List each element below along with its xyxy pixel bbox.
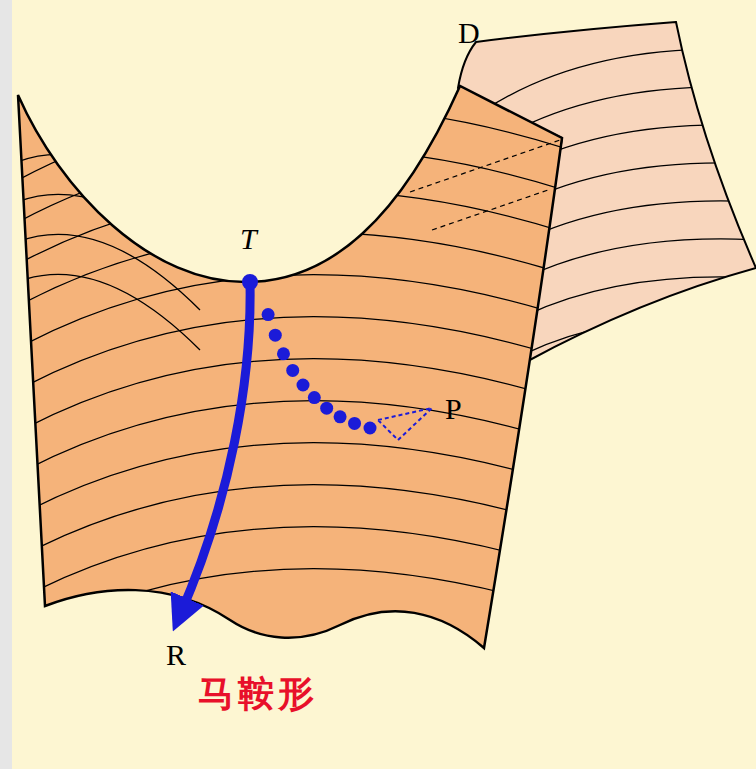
hidden-edge	[432, 190, 548, 230]
dashed-triangle	[378, 408, 432, 440]
path-dot	[308, 391, 321, 404]
contour-line	[470, 49, 756, 120]
corner-label: D	[458, 18, 480, 48]
path-dot	[364, 422, 377, 435]
contour-line	[0, 149, 600, 232]
contour-line	[0, 569, 600, 652]
path-dot	[334, 410, 347, 423]
side-strip	[0, 0, 12, 769]
hidden-edge	[410, 140, 560, 192]
path-dot	[297, 379, 310, 392]
surface-contours	[0, 107, 600, 652]
path-dot	[262, 308, 275, 321]
saddle-outline	[18, 86, 562, 648]
path-dot	[277, 347, 290, 360]
path-dot	[320, 402, 333, 415]
reaction-arrow	[180, 282, 250, 615]
transition-state-label: T	[240, 224, 257, 254]
point-label: P	[445, 394, 462, 424]
path-dot	[348, 417, 361, 430]
contour-line	[0, 107, 600, 190]
path-dot	[286, 364, 299, 377]
saddle-point	[242, 274, 258, 290]
contour-line	[0, 154, 200, 230]
product-label: R	[166, 640, 186, 670]
caption: 马鞍形	[198, 676, 318, 712]
dotted-path	[262, 308, 377, 434]
path-dot	[269, 329, 282, 342]
contour-line	[0, 194, 200, 270]
